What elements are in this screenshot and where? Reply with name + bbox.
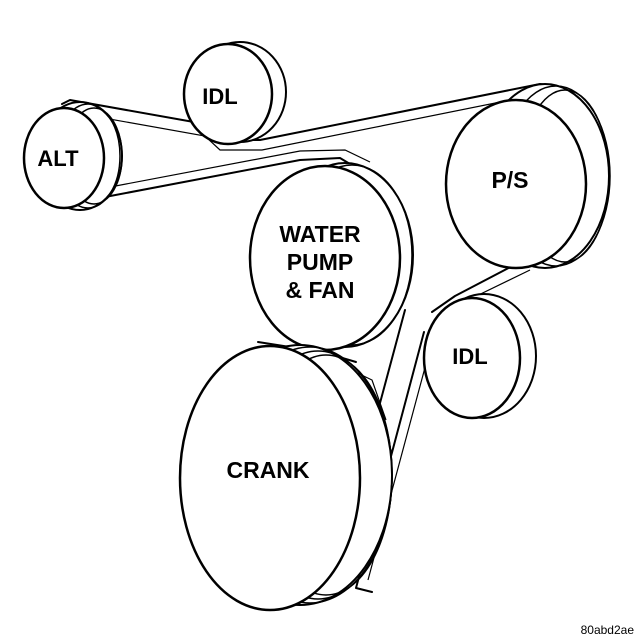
water-pump-label-line1: WATER xyxy=(279,221,361,247)
crankshaft-pulley: CRANK xyxy=(178,344,393,612)
belt-upper-run-inner xyxy=(69,93,541,151)
water-pump-label-line3: & FAN xyxy=(286,277,355,303)
figure-id: 80abd2ae xyxy=(581,623,635,637)
belt-idler-to-crank xyxy=(355,331,425,593)
idler-pulley-top: IDL xyxy=(182,41,287,146)
idler-right-label: IDL xyxy=(452,344,487,369)
crankshaft-label: CRANK xyxy=(226,457,309,483)
alternator-label: ALT xyxy=(37,146,79,171)
water-pump-label-line2: PUMP xyxy=(287,249,353,275)
alternator-pulley: ALT xyxy=(22,101,123,211)
power-steering-pulley: P/S xyxy=(444,83,611,270)
water-pump-pulley: WATER PUMP & FAN xyxy=(248,162,414,352)
idler-pulley-right: IDL xyxy=(422,293,537,420)
power-steering-label: P/S xyxy=(491,167,528,193)
idler-top-label: IDL xyxy=(202,84,237,109)
belt-alt-to-wp-inner xyxy=(104,149,371,189)
belt-ps-to-idler xyxy=(431,261,521,313)
